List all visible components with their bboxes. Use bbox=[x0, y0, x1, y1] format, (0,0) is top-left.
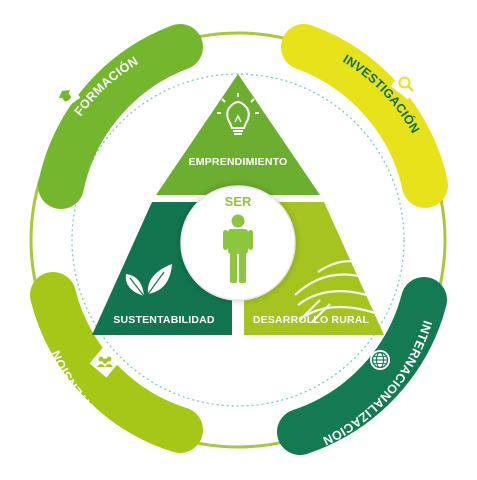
lightbulb-icon bbox=[217, 93, 259, 135]
sustentabilidad-label: SUSTENTABILIDAD bbox=[113, 314, 215, 326]
magnifier-icon bbox=[390, 68, 422, 100]
formacion-segment[interactable] bbox=[38, 24, 203, 209]
desarrollo-rural-label: DESARROLLO RURAL bbox=[253, 314, 370, 326]
leaves-icon bbox=[125, 264, 172, 297]
extension-segment[interactable] bbox=[30, 272, 203, 453]
emprendimiento-label: EMPRENDIMIENTO bbox=[189, 156, 288, 168]
ser-label: SER bbox=[225, 194, 252, 209]
investigacion-segment[interactable] bbox=[281, 24, 448, 208]
globe-icon bbox=[370, 350, 390, 370]
person-icon bbox=[223, 214, 253, 283]
internacionalizacion-segment[interactable] bbox=[277, 277, 447, 455]
people-icon bbox=[89, 346, 121, 378]
field-icon bbox=[294, 260, 385, 323]
outer-ring bbox=[29, 31, 447, 449]
graduation-cap-icon bbox=[49, 79, 81, 111]
